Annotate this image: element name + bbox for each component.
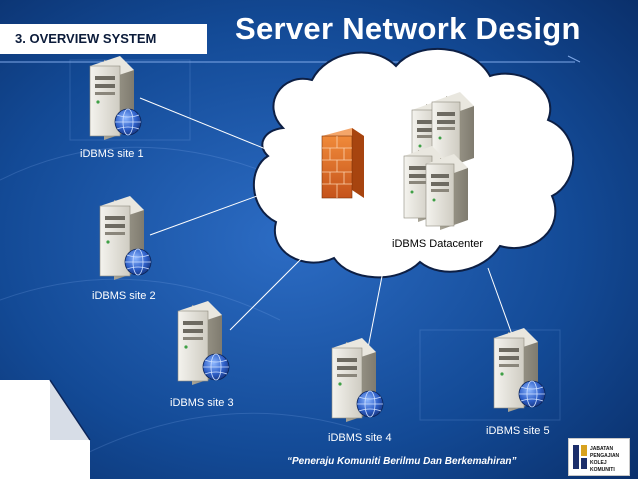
site-3-label: iDBMS site 3 bbox=[170, 397, 234, 409]
site-4-label: iDBMS site 4 bbox=[328, 432, 392, 444]
datacenter-server-cluster-icon bbox=[403, 91, 475, 231]
footer-quote: “Peneraju Komuniti Berilmu Dan Berkemahi… bbox=[287, 456, 517, 467]
site-2-label: iDBMS site 2 bbox=[92, 290, 156, 302]
site-1-label: iDBMS site 1 bbox=[80, 148, 144, 160]
site-5-label: iDBMS site 5 bbox=[486, 425, 550, 437]
slide-title: Server Network Design bbox=[235, 11, 581, 46]
institution-logo: JABATAN PENGAJIAN KOLEJ KOMUNITI bbox=[568, 438, 630, 476]
firewall-brick-icon bbox=[321, 128, 364, 199]
logo-mark-icon bbox=[572, 443, 588, 471]
logo-text: JABATAN PENGAJIAN KOLEJ KOMUNITI bbox=[590, 446, 620, 473]
connector-lines bbox=[139, 97, 515, 349]
datacenter-label: iDBMS Datacenter bbox=[392, 238, 484, 250]
page-curl-decoration bbox=[0, 379, 91, 479]
section-tag: 3. OVERVIEW SYSTEM bbox=[0, 24, 207, 54]
